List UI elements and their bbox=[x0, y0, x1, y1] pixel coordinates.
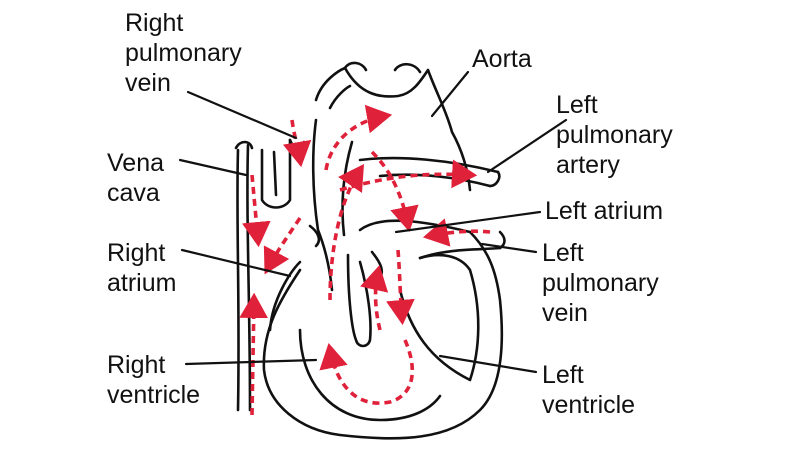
flow-arrow-pulmonary-trunk bbox=[328, 164, 364, 301]
flow-arrow-right-atrium-up bbox=[239, 292, 269, 416]
left-pulmonary-artery-outline bbox=[358, 156, 500, 174]
valve-flap-2 bbox=[308, 224, 321, 248]
flow-arrow-left-atrium-down bbox=[386, 249, 415, 326]
label-left-atrium: Left atrium bbox=[545, 197, 664, 225]
leader-right-pulmonary-vein bbox=[186, 90, 298, 140]
label-right-atrium: Right atrium bbox=[107, 239, 177, 297]
label-right-pulmonary-vein: Right pulmonary vein bbox=[125, 9, 242, 97]
label-left-ventricle: Left ventricle bbox=[542, 361, 636, 419]
left-pulmonary-artery-outline-2 bbox=[378, 173, 492, 188]
leader-aorta bbox=[430, 70, 470, 118]
vena-cava-outline-inner bbox=[246, 143, 252, 412]
flow-arrow-aorta-up bbox=[324, 104, 393, 171]
flow-arrow-right-pulmonary-vein bbox=[282, 119, 312, 168]
label-vena-cava: Vena cava bbox=[107, 149, 165, 207]
vena-cava-outline bbox=[236, 148, 240, 412]
leader-vena-cava bbox=[178, 158, 248, 177]
flow-arrow-to-right-atrium bbox=[263, 216, 302, 275]
label-left-pulmonary-artery: Left pulmonary artery bbox=[556, 91, 673, 179]
right-pulmonary-vein-branch bbox=[260, 138, 292, 209]
aorta-top-cap-2 bbox=[393, 62, 422, 74]
leader-left-pulmonary-artery bbox=[486, 118, 568, 174]
label-left-pulmonary-vein: Left pulmonary vein bbox=[542, 239, 659, 327]
aorta-outline bbox=[314, 66, 472, 192]
leader-left-atrium bbox=[394, 210, 542, 234]
vena-cava-top bbox=[234, 140, 254, 150]
leader-right-ventricle bbox=[184, 358, 318, 366]
aorta-top-cap bbox=[343, 61, 368, 72]
flow-arrow-left-pulmonary-artery bbox=[339, 159, 478, 192]
flow-arrow-vena-cava-down bbox=[242, 174, 271, 248]
flow-arrow-across-arch bbox=[370, 150, 419, 233]
label-right-ventricle: Right ventricle bbox=[107, 351, 201, 409]
left-pulmonary-artery-cap bbox=[488, 170, 501, 188]
leader-right-atrium bbox=[180, 248, 292, 278]
pulmonary-trunk bbox=[311, 118, 334, 292]
right-atrium-wall bbox=[268, 260, 302, 332]
left-ventricle-wall bbox=[398, 253, 480, 382]
heart-outer-wall bbox=[262, 230, 504, 440]
right-pulmonary-vein-branch-2 bbox=[272, 150, 278, 197]
flow-arrow-left-ventricle-loop bbox=[319, 339, 415, 405]
leader-left-pulmonary-vein bbox=[480, 242, 538, 254]
label-aorta: Aorta bbox=[472, 45, 532, 73]
flow-arrow-into-left-ventricle bbox=[360, 264, 389, 331]
aorta-outline-inner bbox=[328, 84, 352, 110]
right-ventricle-wall bbox=[298, 328, 442, 422]
septum-wall bbox=[346, 253, 372, 348]
leader-left-ventricle bbox=[438, 354, 538, 374]
left-pulmonary-vein-cap bbox=[498, 230, 506, 250]
flow-arrow-left-pulmonary-vein-in bbox=[422, 218, 491, 247]
